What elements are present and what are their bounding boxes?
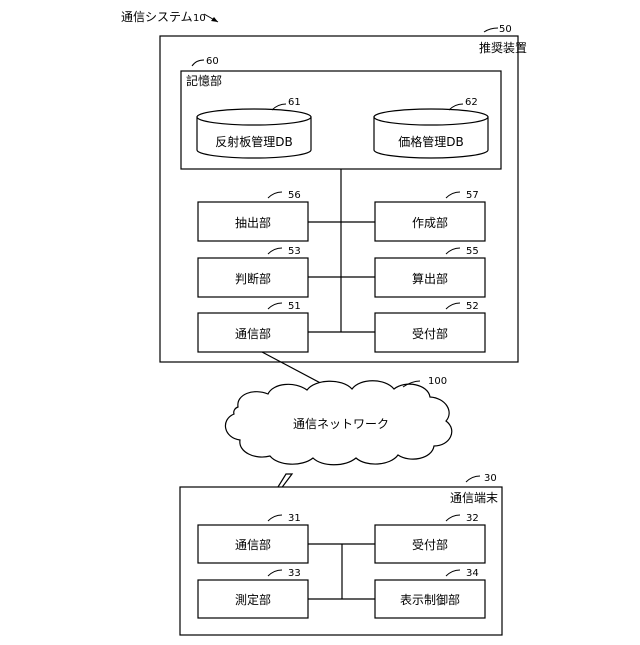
system-ref: 10: [193, 13, 206, 24]
ref-56: 56: [288, 190, 301, 201]
ref-62: 62: [465, 97, 478, 108]
db-label-reflector-management: 反射板管理DB: [215, 134, 292, 149]
ref-31: 31: [288, 513, 301, 524]
db-label-price-management: 価格管理DB: [398, 134, 463, 149]
ref-34: 34: [466, 568, 479, 579]
ref-52: 52: [466, 301, 479, 312]
terminal-unit-label-measurement: 測定部: [235, 592, 271, 607]
ref-30: 30: [484, 473, 497, 484]
unit-label-calculation: 算出部: [412, 271, 448, 286]
system-title: 通信システム: [121, 10, 193, 24]
ref-33: 33: [288, 568, 301, 579]
unit-label-creation: 作成部: [412, 215, 448, 230]
unit-label-communication: 通信部: [235, 326, 271, 341]
unit-label-reception: 受付部: [412, 326, 448, 341]
ref-61: 61: [288, 97, 301, 108]
ref-57: 57: [466, 190, 479, 201]
ref-32: 32: [466, 513, 479, 524]
ref-55: 55: [466, 246, 479, 257]
db-cylinder-reflector-management: [197, 109, 311, 158]
ref-100: 100: [428, 376, 447, 387]
ref-leader-30: [466, 476, 480, 482]
terminal-unit-label-communication: 通信部: [235, 537, 271, 552]
system-arrowhead: [211, 17, 218, 22]
ref-leader-50: [484, 28, 498, 32]
recommendation-device-label: 推奨装置: [479, 41, 527, 55]
terminal-unit-label-display-control: 表示制御部: [400, 592, 460, 607]
unit-label-judgement: 判断部: [235, 271, 271, 286]
ref-60: 60: [206, 56, 219, 67]
terminal-unit-label-reception: 受付部: [412, 537, 448, 552]
unit-label-extraction: 抽出部: [235, 215, 271, 230]
ref-53: 53: [288, 246, 301, 257]
network-label: 通信ネットワーク: [293, 417, 389, 431]
storage-label: 記憶部: [186, 73, 222, 88]
terminal-label: 通信端末: [450, 491, 498, 505]
ref-50: 50: [499, 24, 512, 35]
ref-51: 51: [288, 301, 301, 312]
db-cylinder-price-management: [374, 109, 488, 158]
